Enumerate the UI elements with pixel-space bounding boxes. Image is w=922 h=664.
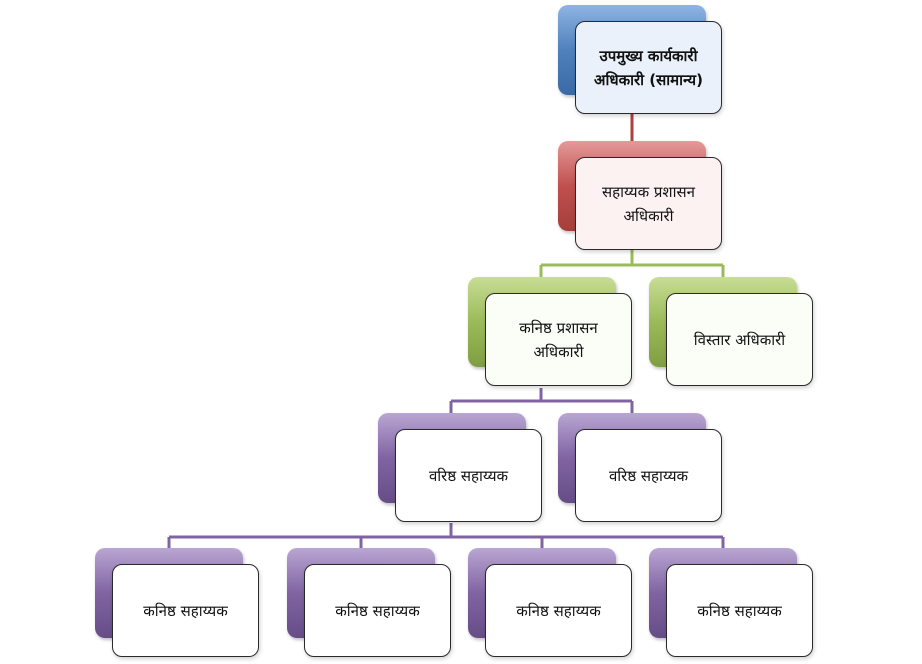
node-junior-assistant-3-card: कनिष्ठ सहाय्यक xyxy=(485,564,632,657)
connector-junior-admin-to-level4 xyxy=(449,388,634,414)
node-junior-admin-officer-card: कनिष्ठ प्रशासन अधिकारी xyxy=(485,293,632,386)
node-junior-assistant-3-label: कनिष्ठ सहाय्यक xyxy=(516,601,601,620)
node-senior-assistant-2-label: वरिष्ठ सहाय्यक xyxy=(608,466,689,485)
node-junior-assistant-1-card: कनिष्ठ सहाय्यक xyxy=(112,564,259,657)
node-senior-assistant-1-label: वरिष्ठ सहाय्यक xyxy=(428,466,509,485)
node-senior-assistant-2-card: वरिष्ठ सहाय्यक xyxy=(575,429,722,522)
node-junior-assistant-1-label: कनिष्ठ सहाय्यक xyxy=(143,601,228,620)
node-assistant-admin-officer-card: सहाय्यक प्रशासन अधिकारी xyxy=(575,157,722,250)
connector-senior-assistant-to-level5 xyxy=(167,523,725,549)
node-senior-assistant-1-card: वरिष्ठ सहाय्यक xyxy=(395,429,542,522)
node-junior-assistant-4-label: कनिष्ठ सहाय्यक xyxy=(697,601,782,620)
node-deputy-ceo-label: उपमुख्य कार्यकारी अधिकारी (सामान्य) xyxy=(594,46,703,89)
node-extension-officer-card: विस्तार अधिकारी xyxy=(666,293,813,386)
node-deputy-ceo-card: उपमुख्य कार्यकारी अधिकारी (सामान्य) xyxy=(575,21,722,114)
connector-assistant-admin-to-level3 xyxy=(539,250,725,278)
node-junior-assistant-2-label: कनिष्ठ सहाय्यक xyxy=(335,601,420,620)
node-extension-officer-label: विस्तार अधिकारी xyxy=(693,330,786,349)
node-junior-assistant-2-card: कनिष्ठ सहाय्यक xyxy=(304,564,451,657)
node-junior-assistant-4-card: कनिष्ठ सहाय्यक xyxy=(666,564,813,657)
node-junior-admin-officer-label: कनिष्ठ प्रशासन अधिकारी xyxy=(519,318,598,361)
node-assistant-admin-officer-label: सहाय्यक प्रशासन अधिकारी xyxy=(602,182,695,225)
